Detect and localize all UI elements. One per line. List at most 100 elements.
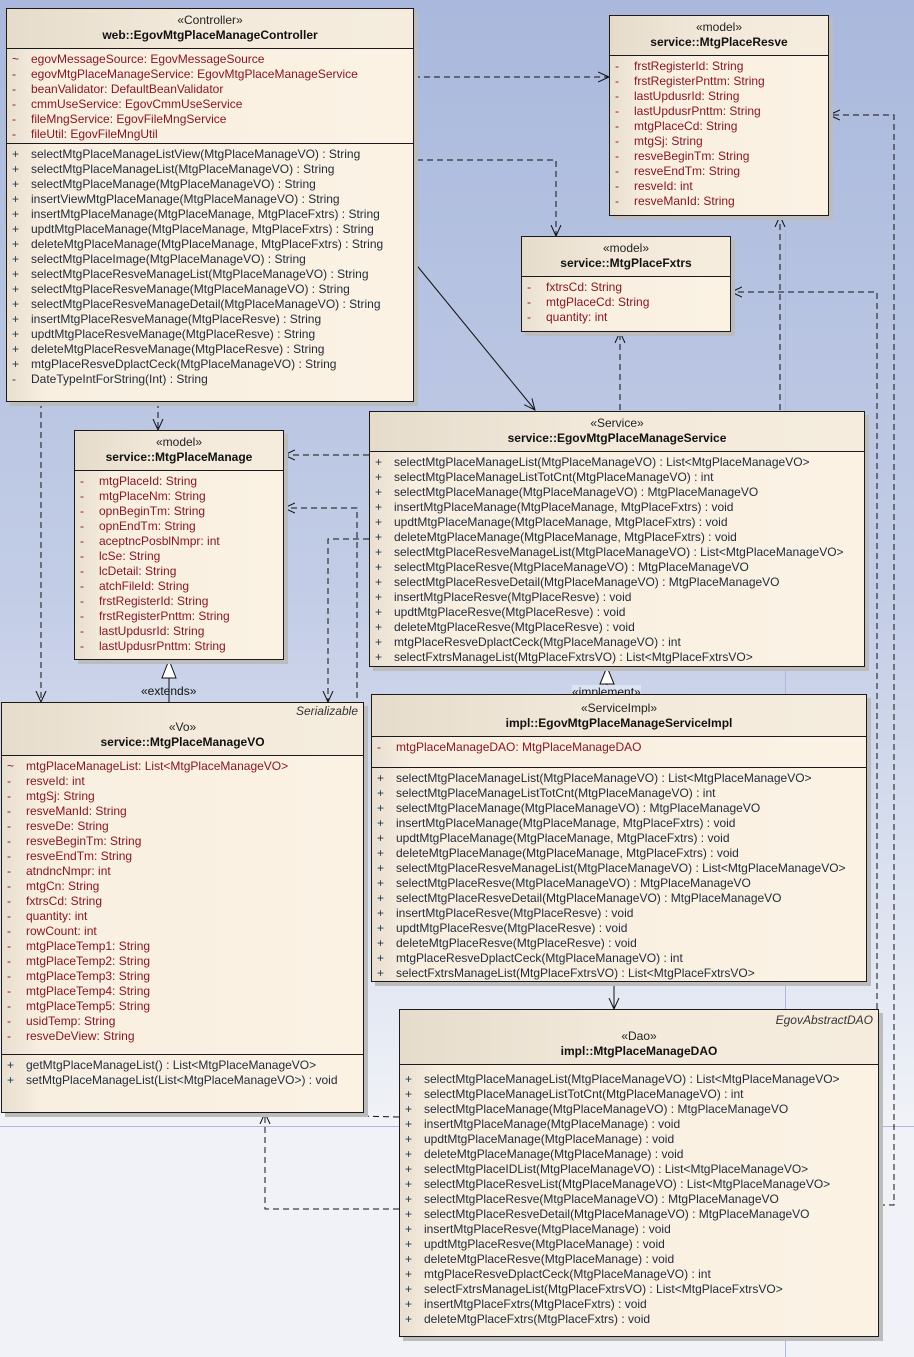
operation-row[interactable]: +deleteMtgPlaceResve(MtgPlaceResve) : vo… — [372, 936, 866, 951]
attribute-row[interactable]: -egovMtgPlaceManageService: EgovMtgPlace… — [7, 67, 413, 82]
attribute-row[interactable]: -mtgPlaceTemp2: String — [2, 954, 363, 969]
class-controller[interactable]: «Controller» web::EgovMtgPlaceManageCont… — [6, 8, 414, 402]
attribute-row[interactable]: -frstRegisterPnttm: String — [75, 609, 283, 624]
attribute-row[interactable]: -aceptncPosblNmpr: int — [75, 534, 283, 549]
operation-row[interactable]: +selectMtgPlaceResve(MtgPlaceManageVO) :… — [372, 876, 866, 891]
operation-row[interactable]: +updtMtgPlaceResveManage(MtgPlaceResve) … — [7, 327, 413, 342]
attribute-row[interactable]: -lcSe: String — [75, 549, 283, 564]
operation-row[interactable]: +selectMtgPlaceManageList(MtgPlaceManage… — [400, 1072, 878, 1087]
operation-row[interactable]: +insertMtgPlaceResveManage(MtgPlaceResve… — [7, 312, 413, 327]
attribute-row[interactable]: -resveEndTm: String — [610, 164, 828, 179]
operation-row[interactable]: +updtMtgPlaceResve(MtgPlaceResve) : void — [370, 605, 864, 620]
attribute-row[interactable]: -resveDe: String — [2, 819, 363, 834]
attribute-row[interactable]: -frstRegisterId: String — [610, 59, 828, 74]
operation-row[interactable]: +selectMtgPlaceManageListView(MtgPlaceMa… — [7, 147, 413, 162]
operation-row[interactable]: +mtgPlaceResveDplactCeck(MtgPlaceManageV… — [400, 1267, 878, 1282]
operation-row[interactable]: +selectMtgPlaceResveManageDetail(MtgPlac… — [7, 297, 413, 312]
attribute-row[interactable]: -resveManId: String — [610, 194, 828, 209]
attribute-row[interactable]: -resveDeView: String — [2, 1029, 363, 1044]
operation-row[interactable]: +insertMtgPlaceResve(MtgPlaceResve) : vo… — [372, 906, 866, 921]
class-mtg-place-manage[interactable]: «model» service::MtgPlaceManage -mtgPlac… — [74, 430, 284, 660]
operation-row[interactable]: +deleteMtgPlaceResve(MtgPlaceManage) : v… — [400, 1252, 878, 1267]
class-mtg-place-resve[interactable]: «model» service::MtgPlaceResve -frstRegi… — [609, 15, 829, 216]
operation-row[interactable]: +insertMtgPlaceResve(MtgPlaceResve) : vo… — [370, 590, 864, 605]
operation-row[interactable]: +selectMtgPlaceResveDetail(MtgPlaceManag… — [372, 891, 866, 906]
attribute-row[interactable]: ~egovMessageSource: EgovMessageSource — [7, 52, 413, 67]
attribute-row[interactable]: -frstRegisterPnttm: String — [610, 74, 828, 89]
operation-row[interactable]: +selectMtgPlaceResveManageList(MtgPlaceM… — [7, 267, 413, 282]
operation-row[interactable]: +selectMtgPlaceManage(MtgPlaceManageVO) … — [400, 1102, 878, 1117]
class-mtg-place-manage-dao[interactable]: EgovAbstractDAO «Dao» impl::MtgPlaceMana… — [399, 1009, 879, 1337]
operation-row[interactable]: +selectMtgPlaceManage(MtgPlaceManageVO) … — [372, 801, 866, 816]
attribute-row[interactable]: -opnEndTm: String — [75, 519, 283, 534]
attribute-row[interactable]: -mtgPlaceManageDAO: MtgPlaceManageDAO — [372, 740, 866, 755]
attribute-row[interactable]: -fileMngService: EgovFileMngService — [7, 112, 413, 127]
operation-row[interactable]: +deleteMtgPlaceResve(MtgPlaceResve) : vo… — [370, 620, 864, 635]
attribute-row[interactable]: -lastUpdusrId: String — [75, 624, 283, 639]
attribute-row[interactable]: -fxtrsCd: String — [522, 280, 730, 295]
operation-row[interactable]: +selectMtgPlaceManageListTotCnt(MtgPlace… — [400, 1087, 878, 1102]
attribute-row[interactable]: -resveEndTm: String — [2, 849, 363, 864]
operation-row[interactable]: +selectMtgPlaceResveDetail(MtgPlaceManag… — [370, 575, 864, 590]
operation-row[interactable]: +selectFxtrsManageList(MtgPlaceFxtrsVO) … — [400, 1282, 878, 1297]
operation-row[interactable]: +deleteMtgPlaceFxtrs(MtgPlaceFxtrs) : vo… — [400, 1312, 878, 1327]
attribute-row[interactable]: -mtgPlaceCd: String — [610, 119, 828, 134]
attribute-row[interactable]: ~mtgPlaceManageList: List<MtgPlaceManage… — [2, 759, 363, 774]
class-egov-mtg-place-manage-service[interactable]: «Service» service::EgovMtgPlaceManageSer… — [369, 411, 865, 667]
operation-row[interactable]: +insertMtgPlaceManage(MtgPlaceManage) : … — [400, 1117, 878, 1132]
attribute-row[interactable]: -mtgPlaceTemp1: String — [2, 939, 363, 954]
operation-row[interactable]: +updtMtgPlaceManage(MtgPlaceManage) : vo… — [400, 1132, 878, 1147]
attribute-row[interactable]: -resveManId: String — [2, 804, 363, 819]
operation-row[interactable]: +selectMtgPlaceManage(MtgPlaceManageVO) … — [7, 177, 413, 192]
operation-row[interactable]: +insertMtgPlaceManage(MtgPlaceManage, Mt… — [7, 207, 413, 222]
operation-row[interactable]: +selectMtgPlaceManageListTotCnt(MtgPlace… — [372, 786, 866, 801]
attribute-row[interactable]: -opnBeginTm: String — [75, 504, 283, 519]
operation-row[interactable]: +updtMtgPlaceManage(MtgPlaceManage, MtgP… — [7, 222, 413, 237]
operation-row[interactable]: +mtgPlaceResveDplactCeck(MtgPlaceManageV… — [7, 357, 413, 372]
operation-row[interactable]: +insertMtgPlaceManage(MtgPlaceManage, Mt… — [372, 816, 866, 831]
attribute-row[interactable]: -mtgSj: String — [610, 134, 828, 149]
operation-row[interactable]: +selectFxtrsManageList(MtgPlaceFxtrsVO) … — [372, 966, 866, 981]
attribute-row[interactable]: -fileUtil: EgovFileMngUtil — [7, 127, 413, 142]
operation-row[interactable]: +deleteMtgPlaceResveManage(MtgPlaceResve… — [7, 342, 413, 357]
operation-row[interactable]: +insertMtgPlaceResve(MtgPlaceManage) : v… — [400, 1222, 878, 1237]
attribute-row[interactable]: -atndncNmpr: int — [2, 864, 363, 879]
attribute-row[interactable]: -lastUpdusrPnttm: String — [610, 104, 828, 119]
attribute-row[interactable]: -lastUpdusrPnttm: String — [75, 639, 283, 654]
operation-row[interactable]: +selectMtgPlaceImage(MtgPlaceManageVO) :… — [7, 252, 413, 267]
operation-row[interactable]: +deleteMtgPlaceManage(MtgPlaceManage) : … — [400, 1147, 878, 1162]
operation-row[interactable]: +getMtgPlaceManageList() : List<MtgPlace… — [2, 1058, 363, 1073]
operation-row[interactable]: +selectMtgPlaceResveManageList(MtgPlaceM… — [372, 861, 866, 876]
operation-row[interactable]: +selectMtgPlaceIDList(MtgPlaceManageVO) … — [400, 1162, 878, 1177]
operation-row[interactable]: +insertMtgPlaceManage(MtgPlaceManage, Mt… — [370, 500, 864, 515]
attribute-row[interactable]: -lcDetail: String — [75, 564, 283, 579]
operation-row[interactable]: +insertMtgPlaceFxtrs(MtgPlaceFxtrs) : vo… — [400, 1297, 878, 1312]
operation-row[interactable]: +selectMtgPlaceResveManageList(MtgPlaceM… — [370, 545, 864, 560]
attribute-row[interactable]: -resveId: int — [2, 774, 363, 789]
attribute-row[interactable]: -mtgPlaceTemp4: String — [2, 984, 363, 999]
operation-row[interactable]: +selectMtgPlaceManageList(MtgPlaceManage… — [370, 455, 864, 470]
operation-row[interactable]: +updtMtgPlaceManage(MtgPlaceManage, MtgP… — [370, 515, 864, 530]
attribute-row[interactable]: -mtgPlaceNm: String — [75, 489, 283, 504]
attribute-row[interactable]: -quantity: int — [522, 310, 730, 325]
operation-row[interactable]: +selectMtgPlaceResveList(MtgPlaceManageV… — [400, 1177, 878, 1192]
attribute-row[interactable]: -resveId: int — [610, 179, 828, 194]
operation-row[interactable]: +updtMtgPlaceResve(MtgPlaceResve) : void — [372, 921, 866, 936]
operation-row[interactable]: +selectMtgPlaceResveDetail(MtgPlaceManag… — [400, 1207, 878, 1222]
operation-row[interactable]: +insertViewMtgPlaceManage(MtgPlaceManage… — [7, 192, 413, 207]
operation-row[interactable]: +deleteMtgPlaceManage(MtgPlaceManage, Mt… — [372, 846, 866, 861]
operation-row[interactable]: +selectMtgPlaceResve(MtgPlaceManageVO) :… — [400, 1192, 878, 1207]
operation-row[interactable]: +selectMtgPlaceManageListTotCnt(MtgPlace… — [370, 470, 864, 485]
attribute-row[interactable]: -usidTemp: String — [2, 1014, 363, 1029]
attribute-row[interactable]: -fxtrsCd: String — [2, 894, 363, 909]
attribute-row[interactable]: -resveBeginTm: String — [610, 149, 828, 164]
operation-row[interactable]: +mtgPlaceResveDplactCeck(MtgPlaceManageV… — [372, 951, 866, 966]
attribute-row[interactable]: -mtgSj: String — [2, 789, 363, 804]
operation-row[interactable]: +selectMtgPlaceResveManage(MtgPlaceManag… — [7, 282, 413, 297]
operation-row[interactable]: +selectMtgPlaceManageList(MtgPlaceManage… — [372, 771, 866, 786]
attribute-row[interactable]: -mtgPlaceTemp3: String — [2, 969, 363, 984]
class-mtg-place-manage-vo[interactable]: Serializable «Vo» service::MtgPlaceManag… — [1, 702, 364, 1113]
attribute-row[interactable]: -resveBeginTm: String — [2, 834, 363, 849]
operation-row[interactable]: +setMtgPlaceManageList(List<MtgPlaceMana… — [2, 1073, 363, 1088]
attribute-row[interactable]: -rowCount: int — [2, 924, 363, 939]
